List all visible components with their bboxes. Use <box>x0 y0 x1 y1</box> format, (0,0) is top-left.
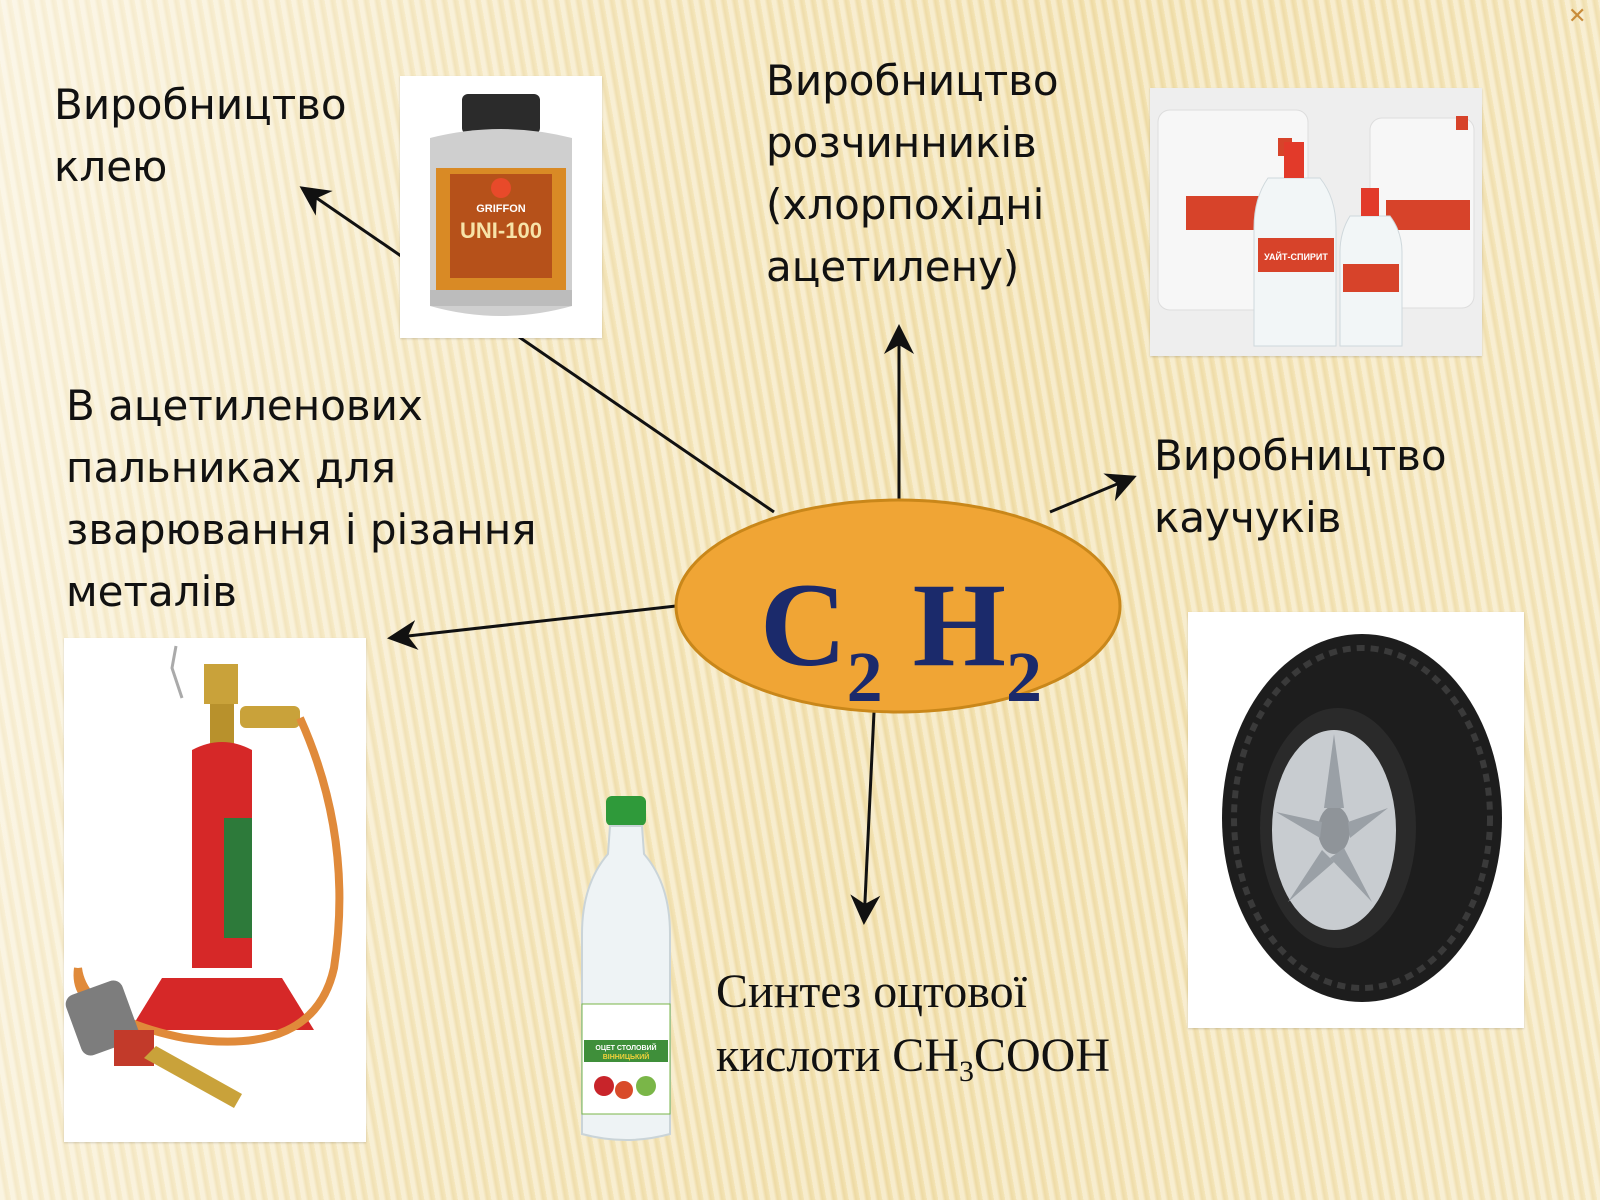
label-acetic-line2: кислоти CH3COOH <box>716 1024 1110 1104</box>
glue-can-product-text: UNI-100 <box>460 218 542 243</box>
glue-can-brand-text: GRIFFON <box>476 203 526 215</box>
label-acetic-sub: 3 <box>958 1055 974 1088</box>
vinegar-label-line2-text: ВІННИЦЬКИЙ <box>603 1052 650 1061</box>
label-glue-line2: клею <box>54 142 168 191</box>
formula-c-index: 2 <box>846 637 883 717</box>
label-solvents-line4: ацетилену) <box>766 242 1020 291</box>
label-acetic-prefix: кислоти CH <box>716 1029 959 1082</box>
acetylene-formula: C2 H2 <box>676 560 1126 742</box>
label-welding-line4: металів <box>66 567 237 616</box>
label-solvents-line2: розчинників <box>766 118 1037 167</box>
label-solvents: Виробництво розчинників (хлорпохідні аце… <box>766 50 1059 298</box>
label-welding-line1: В ацетиленових <box>66 381 423 430</box>
label-acetic-suffix: COOH <box>973 1029 1110 1082</box>
label-glue-line1: Виробництво <box>54 80 347 129</box>
vinegar-bottle-image: ОЦЕТ СТОЛОВИЙ ВІННИЦЬКИЙ <box>574 794 678 1146</box>
label-rubber-line2: каучуків <box>1154 493 1342 542</box>
tire-image <box>1188 612 1524 1028</box>
arrow-to-acetic <box>850 711 881 925</box>
label-rubber: Виробництво каучуків <box>1154 425 1447 549</box>
welding-torch-image <box>64 638 366 1142</box>
formula-h: H <box>912 558 1006 691</box>
label-welding: В ацетиленових пальниках для зварювання … <box>66 375 536 623</box>
arrow-to-welding <box>387 604 677 650</box>
label-acetic-acid: Синтез оцтової кислоти CH3COOH <box>716 960 1110 1104</box>
label-solvents-line3: (хлорпохідні <box>766 180 1045 229</box>
label-acetic-line1: Синтез оцтової <box>716 965 1027 1018</box>
formula-c: C <box>759 558 847 691</box>
decorative-x-mark: ✕ <box>1568 4 1587 29</box>
label-rubber-line1: Виробництво <box>1154 431 1447 480</box>
arrow-to-rubber <box>1049 473 1137 514</box>
label-welding-line2: пальниках для <box>66 443 397 492</box>
formula-h-index: 2 <box>1006 637 1042 717</box>
glue-can-image: GRIFFON UNI-100 <box>400 76 602 338</box>
label-glue: Виробництво клею <box>54 74 347 198</box>
label-welding-line3: зварювання і різання <box>66 505 537 554</box>
solvent-bottle-label-text: УАЙТ-СПИРИТ <box>1264 251 1328 262</box>
arrow-to-glue <box>299 186 775 514</box>
solvent-bottles-image: УАЙТ-СПИРИТ <box>1150 88 1482 356</box>
vinegar-label-line1-text: ОЦЕТ СТОЛОВИЙ <box>595 1043 656 1052</box>
label-solvents-line1: Виробництво <box>766 56 1059 105</box>
